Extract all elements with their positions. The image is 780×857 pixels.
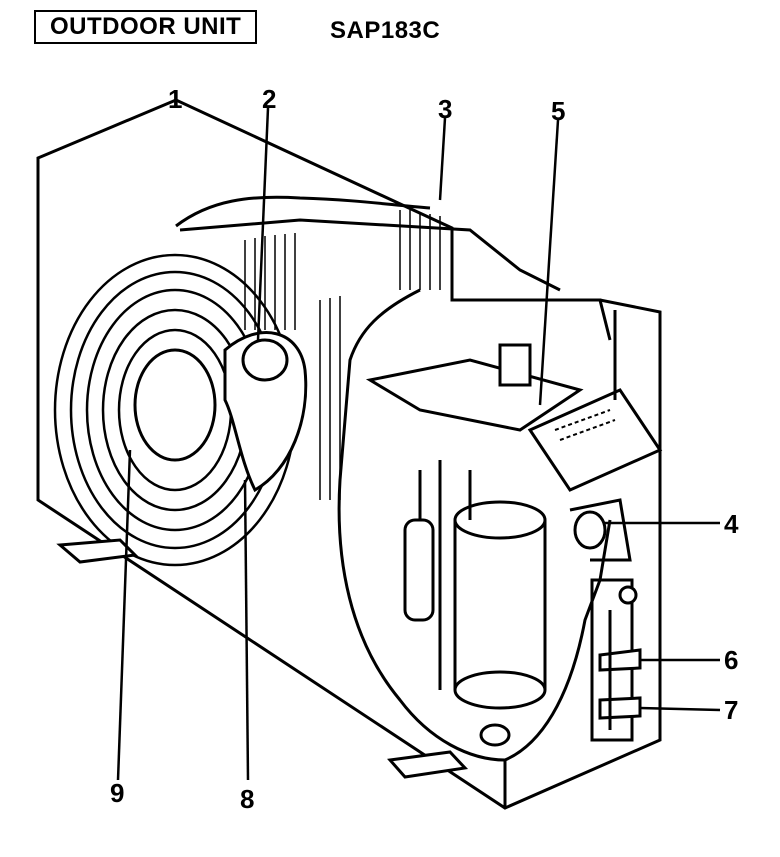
fan-blade (225, 333, 306, 490)
callout-1: 1 (168, 86, 182, 112)
callout-2: 2 (262, 86, 276, 112)
callout-4: 4 (724, 511, 738, 537)
callout-8: 8 (240, 786, 254, 812)
callout-9: 9 (110, 780, 124, 806)
callout-5: 5 (551, 98, 565, 124)
callout-3: 3 (438, 96, 452, 122)
service-valves (592, 580, 640, 740)
compressor (405, 460, 545, 745)
callout-6: 6 (724, 647, 738, 673)
callout-7: 7 (724, 697, 738, 723)
